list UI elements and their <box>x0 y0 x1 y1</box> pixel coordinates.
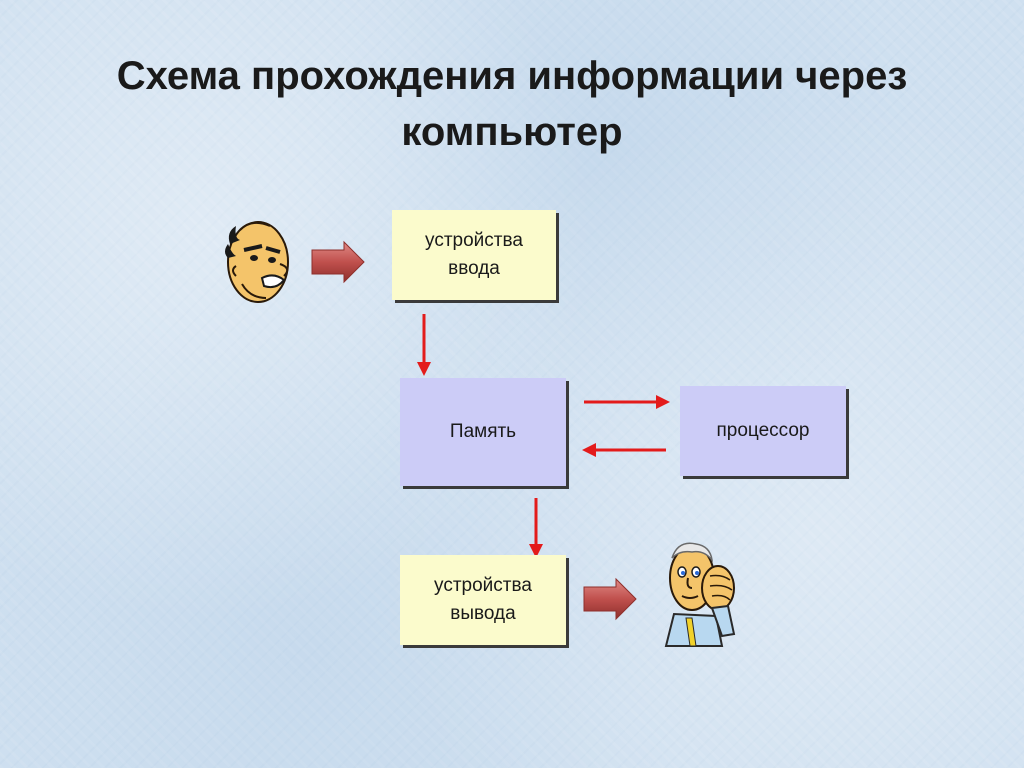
block-arrow-to-listener <box>583 577 637 621</box>
memory-label: Память <box>449 421 517 442</box>
output-devices-label: устройства вывода <box>434 575 532 624</box>
memory-box: Память <box>400 378 566 486</box>
processor-label: процессор <box>716 420 810 441</box>
arrow-memory-to-processor <box>584 395 670 409</box>
man-listening-icon <box>664 542 736 647</box>
arrow-processor-to-memory <box>582 443 666 457</box>
arrow-memory-to-output <box>529 498 543 558</box>
input-devices-label: устройства ввода <box>425 230 523 279</box>
input-devices-box: устройства ввода <box>392 210 556 300</box>
output-devices-box: устройства вывода <box>400 555 566 645</box>
arrow-input-to-memory <box>417 314 431 376</box>
man-shouting-icon <box>225 221 289 303</box>
block-arrow-to-input <box>311 240 365 284</box>
slide-title: Схема прохождения информации через компь… <box>116 54 908 154</box>
processor-box: процессор <box>680 386 846 476</box>
